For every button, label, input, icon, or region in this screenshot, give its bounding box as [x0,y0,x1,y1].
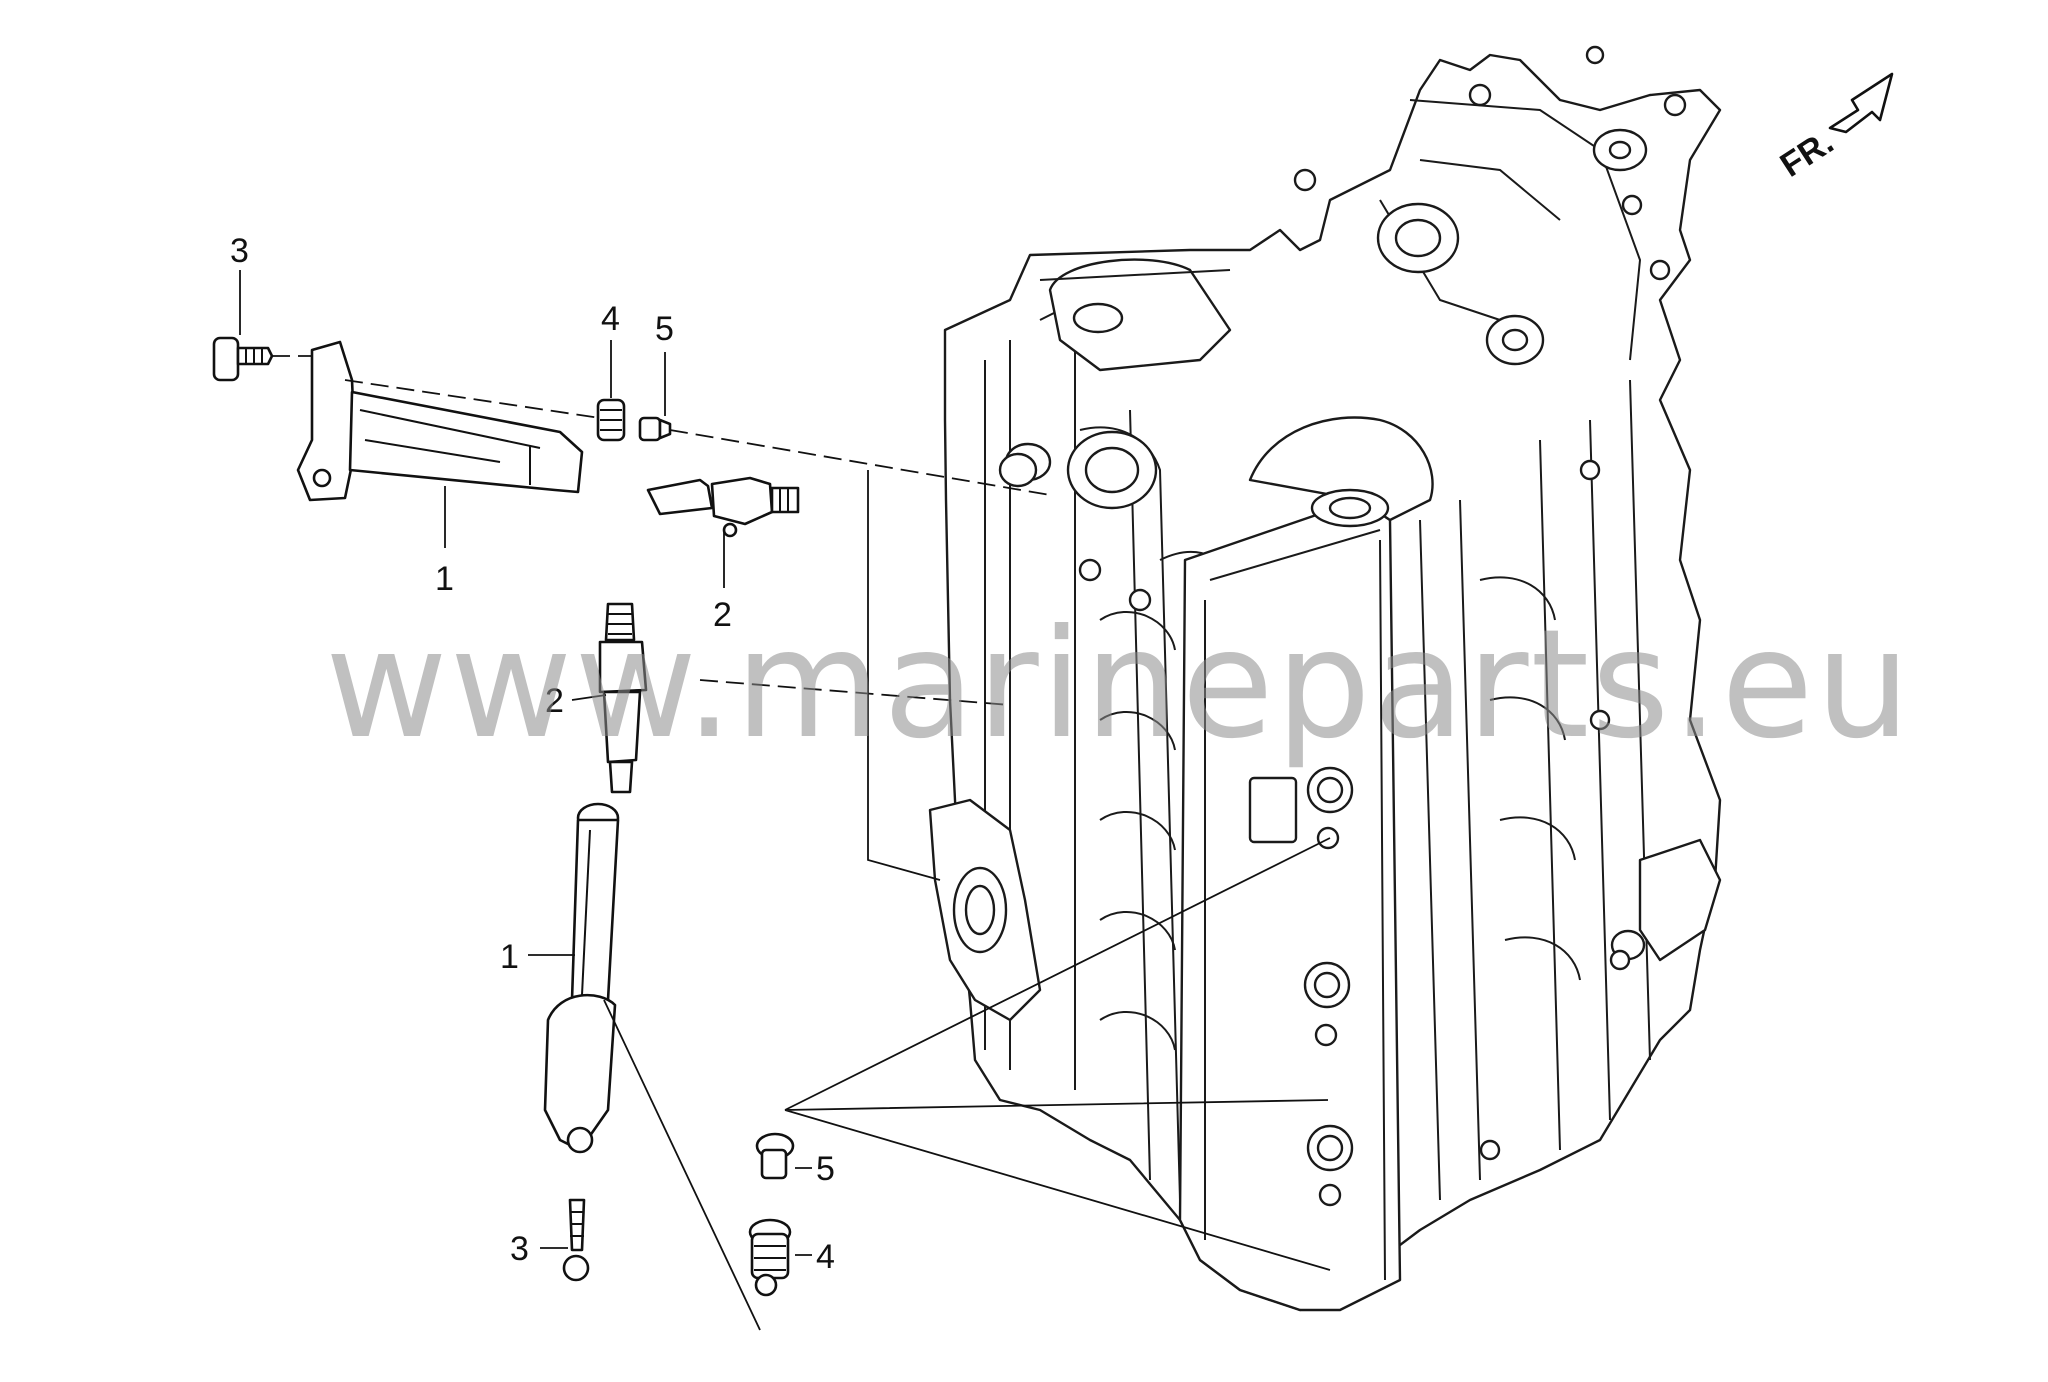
lower-exploded-group [543,602,1331,1331]
upper-exploded-group [212,336,1051,881]
lower-washer [755,1132,795,1180]
engine-block [928,45,1722,1312]
lower-ignition-coil [543,802,620,1154]
callout-upper-washer: 5 [655,310,674,348]
callout-lower-plug: 2 [545,682,564,720]
callout-upper-plug: 2 [713,596,732,634]
lower-seal [748,1218,792,1297]
lower-spark-plug [598,602,648,794]
callout-upper-coil: 1 [435,560,454,598]
coil-sockets [1303,766,1354,1207]
watermark: www.marineparts.eu [325,598,1913,772]
callout-lower-seal: 4 [816,1238,835,1276]
callout-lower-washer: 5 [816,1150,835,1188]
upper-seal [596,398,626,442]
upper-washer [638,416,672,442]
upper-bolt [212,336,274,382]
callout-lower-coil: 1 [500,938,519,976]
callout-upper-seal: 4 [601,300,620,338]
callout-upper-bolt: 3 [230,232,249,270]
front-direction-marker: FR. [1774,72,1894,185]
upper-ignition-coil [296,340,584,502]
upper-spark-plug [646,476,800,538]
lower-bolt [562,1198,590,1282]
front-label: FR. [1774,123,1841,185]
callout-leaders [239,270,812,1256]
callout-lower-bolt: 3 [510,1230,529,1268]
